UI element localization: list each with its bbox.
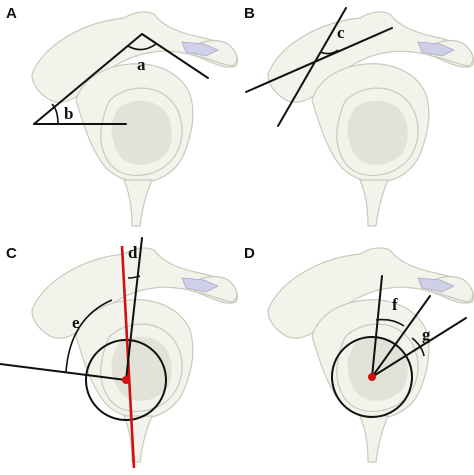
scapula-bone-a (31, 11, 239, 227)
line-a1 (33, 33, 143, 125)
arc-d (127, 275, 141, 279)
panel-a: A a b (6, 5, 239, 227)
arc-b (51, 103, 59, 125)
panel-label-c: C (6, 245, 17, 262)
panel-label-d: D (244, 245, 255, 262)
scapula-bone-d (267, 247, 474, 463)
panel-b: B c (244, 5, 474, 227)
panel-c: C d e (0, 237, 239, 469)
line-f2 (371, 295, 431, 378)
arc-c (319, 49, 339, 55)
center-dot-d (368, 373, 376, 381)
panel-label-b: B (244, 5, 255, 22)
center-dot-c (122, 376, 130, 384)
line-c2 (277, 7, 347, 127)
arc-e (65, 299, 113, 373)
angle-label-a: a (137, 55, 146, 74)
line-a2 (141, 33, 209, 79)
angle-label-b: b (64, 104, 73, 123)
angle-label-g: g (422, 325, 431, 344)
angle-label-f: f (392, 295, 398, 314)
scapula-bone-c (31, 247, 239, 463)
line-d (125, 237, 143, 381)
panel-label-a: A (6, 5, 17, 22)
line-c1 (245, 27, 393, 93)
line-e-horizontal (0, 363, 127, 381)
arc-a (127, 43, 157, 51)
line-g (371, 317, 467, 378)
glenoid-circle-d (331, 336, 413, 418)
angle-label-d: d (128, 243, 138, 262)
arc-g (411, 337, 425, 357)
line-f (371, 275, 383, 378)
angle-label-c: c (337, 23, 345, 42)
arc-f (375, 318, 405, 327)
angle-label-e: e (72, 313, 80, 332)
scapula-bone-b (267, 11, 474, 227)
panel-d: D f g (244, 245, 474, 463)
